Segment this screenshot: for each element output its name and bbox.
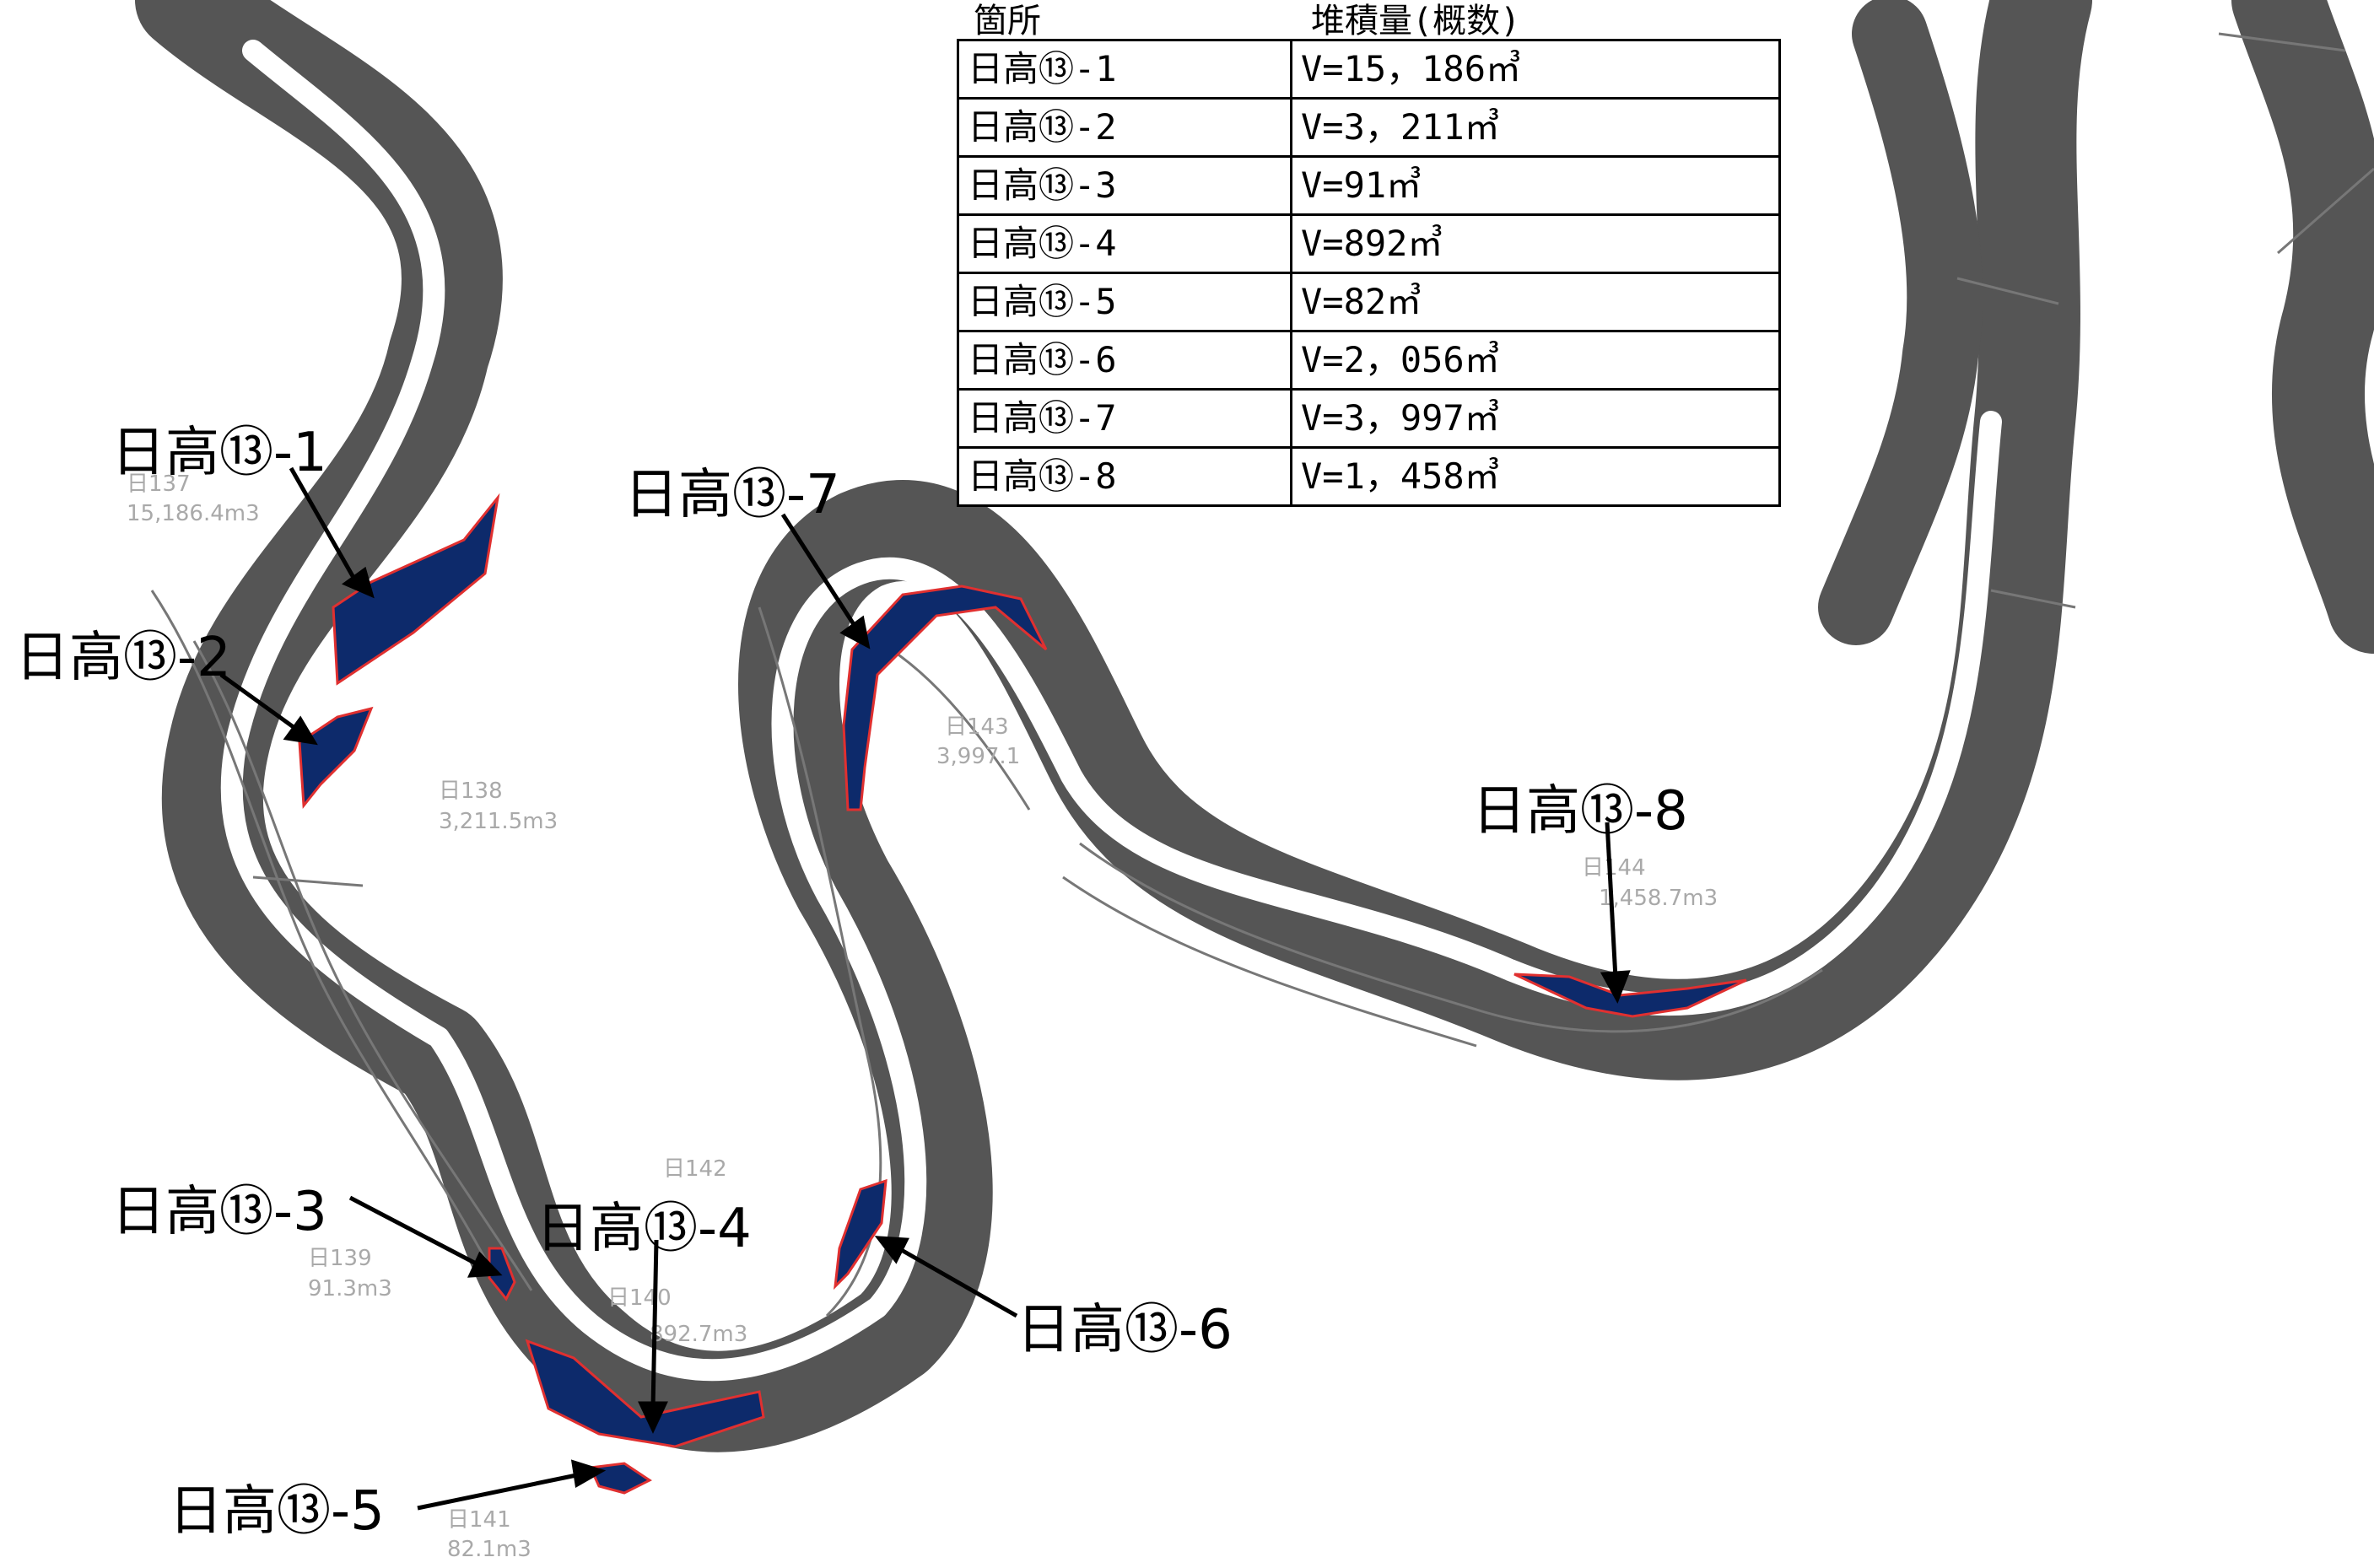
- road-line: [1956, 277, 2059, 305]
- deposit-area-8: [1513, 973, 1747, 1018]
- cell-location: 日高⑬-7: [957, 388, 1292, 449]
- arrowhead-icon: [839, 615, 871, 649]
- cell-location: 日高⑬-2: [957, 97, 1292, 158]
- callout-label-5: 日高⑬-5: [169, 1480, 385, 1543]
- callout-label-4: 日高⑬-4: [536, 1198, 752, 1260]
- cell-volume: V=91㎥: [1290, 155, 1781, 216]
- map-label: 82.1m3: [447, 1537, 531, 1562]
- cell-volume: V=82㎥: [1290, 272, 1781, 332]
- cell-volume: V=3，997㎥: [1290, 388, 1781, 449]
- callout-label-6: 日高⑬-6: [1017, 1299, 1233, 1361]
- deposit-area-1: [332, 493, 500, 686]
- contour-line: [150, 590, 508, 1300]
- map-label: 日144: [1582, 855, 1646, 881]
- cell-volume: V=15，186㎥: [1290, 39, 1781, 100]
- river-band-right: [2231, 0, 2374, 654]
- callout-arrows: [219, 466, 1631, 1511]
- callout-label-2: 日高⑬-2: [15, 627, 231, 689]
- arrowhead-icon: [467, 1251, 503, 1278]
- map-label: 日143: [945, 714, 1009, 740]
- map-label: 3,997.1: [936, 744, 1020, 769]
- cell-location: 日高⑬-5: [957, 272, 1292, 332]
- callout-label-3: 日高⑬-3: [111, 1181, 327, 1243]
- callout-arrow-7: [780, 513, 859, 630]
- callout-arrow-2: [219, 672, 299, 732]
- floodplain-linework: [150, 32, 2374, 1317]
- map-label: 日140: [607, 1285, 672, 1311]
- map-label: 3,211.5m3: [439, 809, 558, 834]
- arrowhead-icon: [570, 1459, 607, 1488]
- contour-line: [1062, 876, 1477, 1048]
- callout-arrow-5: [417, 1472, 581, 1511]
- road-line: [1990, 589, 2076, 609]
- arrowhead-icon: [341, 566, 375, 599]
- cell-location: 日高⑬-8: [957, 446, 1292, 507]
- callout-label-7: 日高⑬-7: [624, 464, 840, 526]
- cell-location: 日高⑬-3: [957, 155, 1292, 216]
- deposit-area-4: [525, 1339, 765, 1448]
- arrowhead-icon: [1600, 970, 1631, 1004]
- map-label: 日137: [127, 471, 191, 497]
- river-band-main: [135, 0, 2092, 1452]
- arrowhead-icon: [638, 1401, 668, 1434]
- contour-line: [192, 640, 533, 1291]
- deposit-area-5: [588, 1462, 652, 1495]
- arrowhead-icon: [283, 715, 318, 746]
- callout-arrow-1: [289, 466, 359, 584]
- callout-label-1: 日高⑬-1: [111, 422, 327, 484]
- deposit-area-6: [834, 1178, 888, 1291]
- header-volume: 堆積量(概数): [1311, 2, 1521, 40]
- contour-line: [1079, 842, 1823, 1033]
- callout-arrow-8: [1605, 822, 1618, 979]
- cell-volume: V=1，458㎥: [1290, 446, 1781, 507]
- cell-location: 日高⑬-6: [957, 330, 1292, 391]
- cell-volume: V=892㎥: [1290, 213, 1781, 274]
- map-label: 15,186.4m3: [127, 501, 260, 526]
- header-location: 箇所: [974, 2, 1041, 40]
- road-line: [2218, 32, 2346, 52]
- cell-volume: V=2，056㎥: [1290, 330, 1781, 391]
- cell-volume: V=3，211㎥: [1290, 97, 1781, 158]
- map-label: 日142: [663, 1156, 727, 1182]
- faint-map-labels: 日137 15,186.4m3 日138 3,211.5m3 日139 91.3…: [127, 471, 1718, 1562]
- map-label: 91.3m3: [308, 1276, 392, 1301]
- map-label: 1,458.7m3: [1599, 886, 1718, 911]
- callout-label-8: 日高⑬-8: [1472, 780, 1688, 843]
- cell-location: 日高⑬-1: [957, 39, 1292, 100]
- map-label: 日141: [447, 1507, 511, 1533]
- map-label: 892.7m3: [650, 1322, 747, 1347]
- table-header: 箇所 堆積量(概数): [957, 0, 1781, 40]
- deposit-areas: [298, 493, 1747, 1495]
- contour-line: [877, 639, 1031, 811]
- contour-line: [758, 606, 882, 1317]
- callout-arrow-4: [650, 1239, 659, 1409]
- road-line: [252, 876, 364, 887]
- callout-arrow-6: [897, 1246, 1018, 1318]
- deposit-area-2: [298, 706, 374, 809]
- arrowhead-icon: [874, 1236, 909, 1264]
- map-label: 日139: [308, 1246, 372, 1271]
- map-label: 日138: [439, 779, 503, 804]
- road-line: [2277, 167, 2374, 255]
- cell-location: 日高⑬-4: [957, 213, 1292, 274]
- callout-arrow-3: [348, 1195, 481, 1268]
- deposit-area-7: [842, 585, 1048, 811]
- river-band-upper-right: [1818, 0, 1983, 645]
